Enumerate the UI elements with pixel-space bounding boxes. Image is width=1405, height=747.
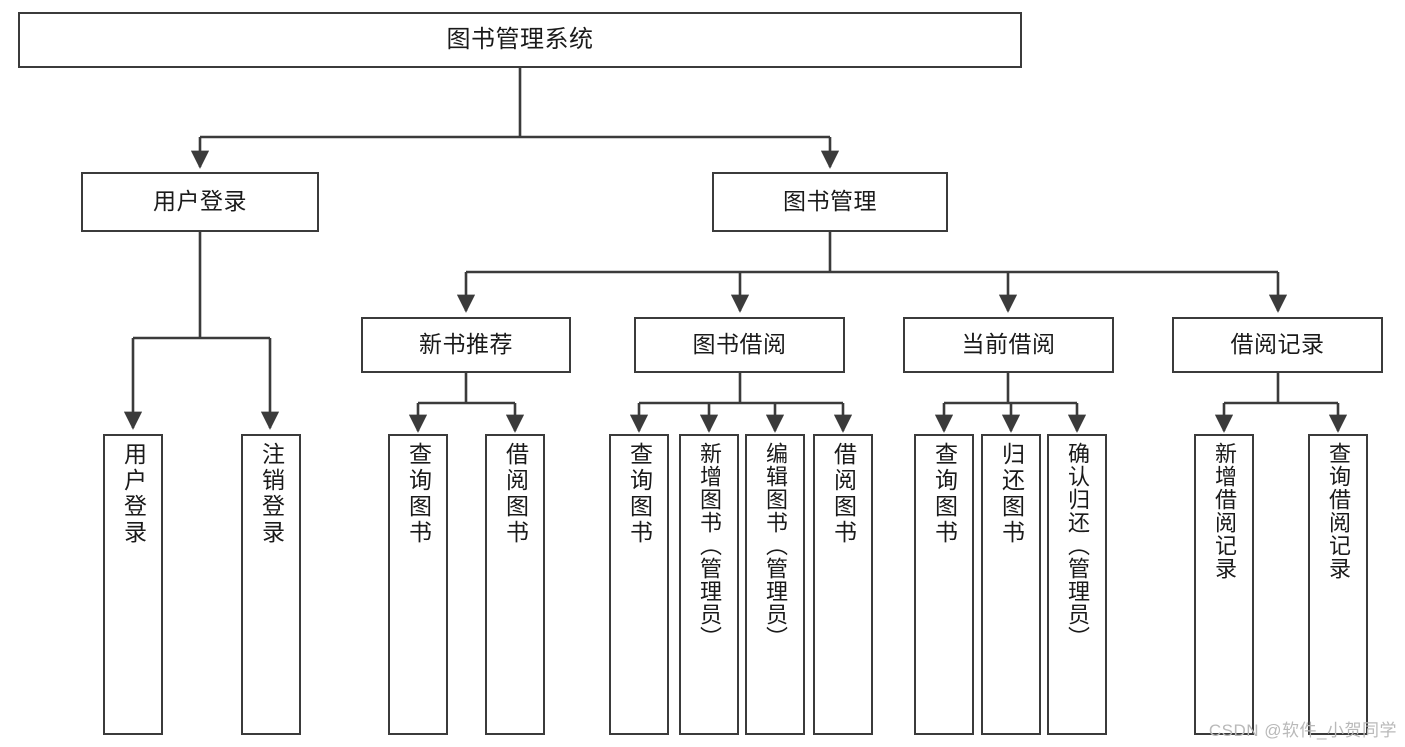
node-label: 借阅图书 (830, 442, 857, 546)
leaf-node-user-logout[interactable]: 注销登录 (241, 434, 301, 735)
leaf-node-borrow-book-recommend[interactable]: 借阅图书 (485, 434, 545, 735)
node-label: 编辑图书（管理员） (763, 442, 788, 649)
node-label: 确认归还（管理员） (1065, 442, 1090, 649)
leaf-node-query-borrow-record[interactable]: 查询借阅记录 (1308, 434, 1368, 735)
node-label: 借阅图书 (502, 442, 529, 546)
leaf-node-add-book-admin[interactable]: 新增图书（管理员） (679, 434, 739, 735)
node-label: 新书推荐 (419, 331, 513, 358)
leaf-node-borrow-book[interactable]: 借阅图书 (813, 434, 873, 735)
node-label: 查询图书 (626, 442, 653, 546)
node-label: 图书借阅 (692, 331, 787, 358)
leaf-node-user-login[interactable]: 用户登录 (103, 434, 163, 735)
node-label: 新增图书（管理员） (697, 442, 722, 649)
node-label: 查询图书 (405, 442, 432, 546)
node-label: 图书管理 (783, 188, 877, 215)
node-current-borrow[interactable]: 当前借阅 (903, 317, 1114, 373)
node-borrow-record[interactable]: 借阅记录 (1172, 317, 1383, 373)
node-book-management[interactable]: 图书管理 (712, 172, 948, 232)
node-label: 归还图书 (998, 442, 1025, 546)
leaf-node-add-borrow-record[interactable]: 新增借阅记录 (1194, 434, 1254, 735)
node-label: 查询借阅记录 (1326, 442, 1351, 580)
node-root-book-management-system[interactable]: 图书管理系统 (18, 12, 1022, 68)
node-label: 借阅记录 (1230, 331, 1325, 358)
node-label: 新增借阅记录 (1212, 442, 1237, 580)
leaf-node-query-book-current[interactable]: 查询图书 (914, 434, 974, 735)
leaf-node-query-book-borrow[interactable]: 查询图书 (609, 434, 669, 735)
node-label: 用户登录 (120, 442, 147, 546)
node-label: 查询图书 (931, 442, 958, 546)
node-user-login[interactable]: 用户登录 (81, 172, 319, 232)
leaf-node-return-book[interactable]: 归还图书 (981, 434, 1041, 735)
node-new-book-recommend[interactable]: 新书推荐 (361, 317, 571, 373)
node-label: 当前借阅 (961, 331, 1056, 358)
leaf-node-query-book-recommend[interactable]: 查询图书 (388, 434, 448, 735)
leaf-node-edit-book-admin[interactable]: 编辑图书（管理员） (745, 434, 805, 735)
node-book-borrow[interactable]: 图书借阅 (634, 317, 845, 373)
leaf-node-confirm-return-admin[interactable]: 确认归还（管理员） (1047, 434, 1107, 735)
node-label: 图书管理系统 (446, 25, 594, 53)
node-label: 注销登录 (258, 442, 285, 546)
csdn-watermark: CSDN @软件_小贺同学 (1208, 721, 1397, 740)
node-label: 用户登录 (153, 188, 247, 215)
